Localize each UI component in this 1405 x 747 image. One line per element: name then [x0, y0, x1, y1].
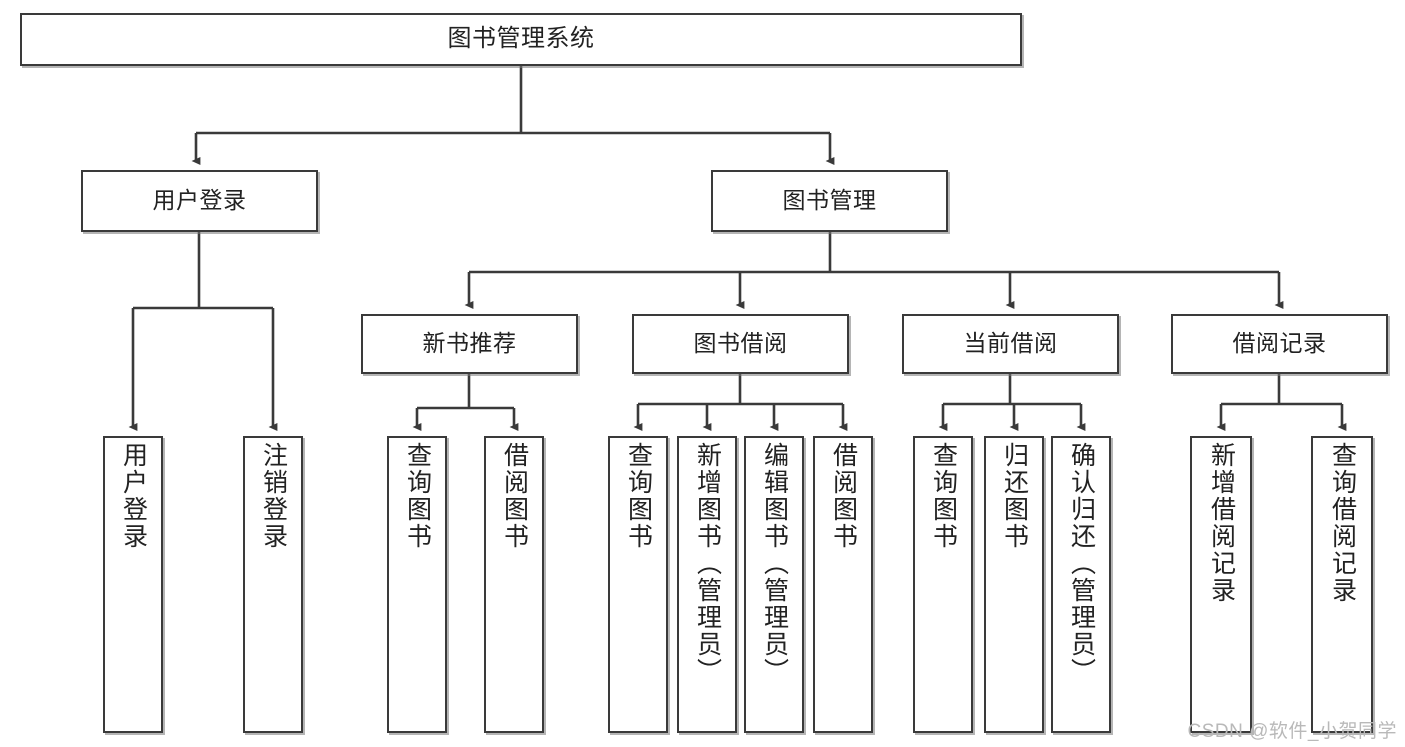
node-leaf-confirm-return-admin[interactable]: 确认归还（管理员）	[1051, 436, 1111, 733]
node-root[interactable]: 图书管理系统	[20, 13, 1022, 66]
node-leaf-edit-book-admin[interactable]: 编辑图书（管理员）	[744, 436, 804, 733]
node-leaf-borrow-book-1[interactable]: 借阅图书	[484, 436, 544, 733]
node-current-borrow[interactable]: 当前借阅	[902, 314, 1119, 374]
node-leaf-query-book-1-label: 查询图书	[403, 442, 432, 550]
node-leaf-logout-login-label: 注销登录	[259, 442, 288, 550]
node-leaf-edit-book-admin-label: 编辑图书（管理员）	[760, 442, 789, 685]
node-leaf-user-login-label: 用户登录	[119, 442, 148, 550]
node-leaf-query-book-2-label: 查询图书	[624, 442, 653, 550]
node-borrow-record[interactable]: 借阅记录	[1171, 314, 1388, 374]
node-leaf-user-login[interactable]: 用户登录	[103, 436, 163, 733]
node-leaf-return-book-label: 归还图书	[1000, 442, 1029, 550]
node-leaf-query-book-3-label: 查询图书	[929, 442, 958, 550]
node-new-book-recommend[interactable]: 新书推荐	[361, 314, 578, 374]
node-user-login-label: 用户登录	[152, 187, 247, 214]
node-leaf-confirm-return-admin-label: 确认归还（管理员）	[1067, 442, 1096, 685]
node-leaf-query-book-2[interactable]: 查询图书	[608, 436, 668, 733]
node-leaf-borrow-book-2[interactable]: 借阅图书	[813, 436, 873, 733]
node-root-label: 图书管理系统	[447, 25, 595, 53]
node-leaf-query-book-1[interactable]: 查询图书	[387, 436, 447, 733]
node-leaf-add-borrow-record-label: 新增借阅记录	[1207, 442, 1236, 604]
node-leaf-query-book-3[interactable]: 查询图书	[913, 436, 973, 733]
node-book-manage[interactable]: 图书管理	[711, 170, 948, 232]
node-leaf-add-book-admin-label: 新增图书（管理员）	[693, 442, 722, 685]
node-leaf-add-borrow-record[interactable]: 新增借阅记录	[1190, 436, 1252, 733]
node-leaf-borrow-book-2-label: 借阅图书	[829, 442, 858, 550]
node-book-manage-label: 图书管理	[782, 187, 877, 214]
node-book-borrow-label: 图书借阅	[693, 330, 788, 357]
node-current-borrow-label: 当前借阅	[963, 330, 1058, 357]
node-leaf-query-borrow-record[interactable]: 查询借阅记录	[1311, 436, 1373, 733]
node-book-borrow[interactable]: 图书借阅	[632, 314, 849, 374]
node-new-book-recommend-label: 新书推荐	[422, 330, 517, 357]
node-leaf-query-borrow-record-label: 查询借阅记录	[1328, 442, 1357, 604]
node-leaf-add-book-admin[interactable]: 新增图书（管理员）	[677, 436, 737, 733]
node-leaf-logout-login[interactable]: 注销登录	[243, 436, 303, 733]
node-borrow-record-label: 借阅记录	[1232, 330, 1327, 357]
node-user-login[interactable]: 用户登录	[81, 170, 318, 232]
node-leaf-borrow-book-1-label: 借阅图书	[500, 442, 529, 550]
node-leaf-return-book[interactable]: 归还图书	[984, 436, 1044, 733]
